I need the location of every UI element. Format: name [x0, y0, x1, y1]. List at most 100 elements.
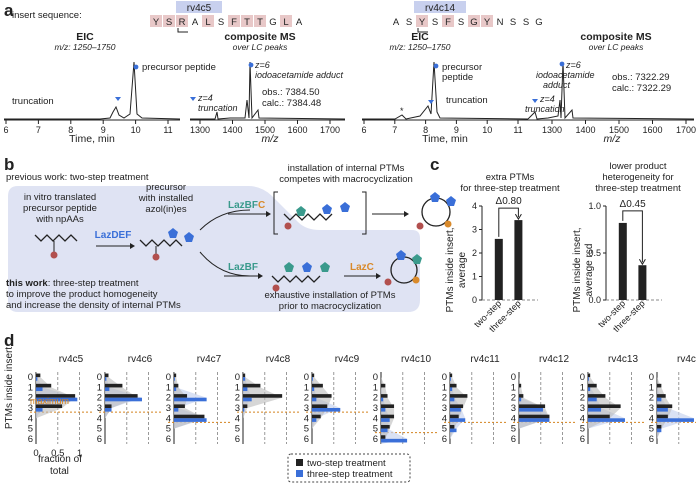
ms-title-left: composite MS — [224, 31, 295, 43]
ms-sub-right: over LC peaks — [589, 42, 645, 52]
three-step-bar — [657, 418, 694, 422]
hist-row-label: 1 — [580, 382, 585, 393]
this-work-band — [8, 186, 420, 312]
z4-label-left: z=4 — [197, 93, 213, 103]
obs-left: obs.: 7384.50 — [262, 87, 320, 98]
three-step-bar — [36, 397, 78, 402]
bottom-azoline-icon — [396, 250, 406, 260]
three-step-bar — [450, 377, 451, 381]
seq-letter: A — [393, 17, 400, 28]
seq-cell — [494, 15, 506, 27]
peptide-chain-icon — [34, 234, 78, 242]
y-tick-label: 1.0 — [588, 201, 601, 211]
y-tick-label: 4 — [472, 201, 477, 211]
hist-row-label: 2 — [649, 393, 654, 404]
rv4c5-bracket-icon — [177, 28, 188, 33]
three-step-bar — [105, 387, 110, 392]
y-tick-label: 1 — [472, 272, 477, 282]
tick-label: 1600 — [287, 125, 307, 135]
tick-label: 6 — [361, 125, 366, 135]
two-step-bar — [174, 383, 179, 388]
full-azoline-icon — [302, 262, 312, 272]
two-step-envelope — [243, 372, 283, 444]
two-step-bar — [519, 414, 550, 419]
invitro-line-2: precursor peptide — [23, 203, 97, 214]
this-work-line-1: this work: three-step treatment — [6, 278, 139, 289]
hist-row-label: 3 — [304, 403, 309, 414]
three-step-bar — [450, 397, 455, 402]
hist-row-label: 3 — [166, 403, 171, 414]
seq-cell — [455, 15, 467, 27]
seq-letter: F — [445, 17, 451, 28]
cyclize-top-arrowhead-icon — [404, 211, 409, 217]
hist-row-label: 4 — [97, 413, 102, 424]
previous-work-label: previous work: two-step treatment — [6, 172, 149, 183]
two-step-bar — [450, 414, 459, 419]
two-step-bar — [174, 394, 188, 398]
hist-x-tick-label: 1 — [77, 448, 82, 459]
azoline-chain-icon — [139, 239, 183, 247]
legend-three-label: three-step treatment — [307, 469, 393, 480]
two-step-bar — [657, 394, 666, 398]
hist-x-tick-label: 0 — [33, 448, 38, 459]
tick-label: 1400 — [222, 125, 242, 135]
hist-row-label: 0 — [28, 372, 33, 383]
three-step-bar — [381, 397, 384, 402]
bar-two-step — [618, 222, 627, 300]
two-step-bar — [450, 404, 464, 408]
hist-row-label: 6 — [580, 434, 585, 445]
seq-cell — [202, 15, 214, 27]
this-work-line-3: and increase the density of internal PTM… — [6, 300, 181, 311]
hist-row-label: 6 — [511, 434, 516, 445]
two-step-bar — [312, 373, 315, 378]
full-chain-icon — [271, 275, 321, 283]
top-note-1: installation of internal PTMs — [288, 163, 405, 174]
two-step-bar — [381, 424, 390, 429]
legend-three-swatch — [296, 470, 303, 477]
rv4c5-name: rv4c5 — [187, 3, 212, 14]
three-step-bar — [105, 397, 142, 402]
lazbf-label: LazBF — [228, 262, 258, 273]
three-step-bar — [174, 387, 177, 392]
seq-letter: S — [218, 17, 224, 28]
two-step-bar — [105, 404, 112, 408]
rv4c14-bracket-icon — [417, 28, 428, 33]
z4-marker-left-icon — [190, 97, 196, 101]
hist-row-label: 0 — [442, 372, 447, 383]
z4-marker-right-icon — [532, 99, 538, 103]
calc-right: calc.: 7322.29 — [612, 83, 671, 94]
two-step-bar — [174, 414, 205, 419]
seq-letter: S — [406, 17, 412, 28]
c-right-ylabel: PTMs inside insert, average rsd — [572, 227, 595, 312]
precursor-installed-3: azol(in)es — [145, 204, 186, 215]
hist-row-label: 2 — [373, 393, 378, 404]
hist-row-label: 4 — [511, 413, 516, 424]
c-right-ylabel-2: average rsd — [584, 244, 595, 297]
hist-row-label: 3 — [511, 403, 516, 414]
seq-letter: L — [283, 17, 288, 28]
d-ylabel: PTMs inside insert — [4, 347, 15, 429]
c-right-title-2: heterogeneity for — [602, 172, 673, 183]
two-step-bar — [519, 404, 546, 408]
macro-azoline-2-icon — [446, 196, 456, 206]
bar-three-step — [638, 265, 647, 300]
hist-title-rv4c6: rv4c6 — [128, 354, 153, 365]
hist-row-label: 2 — [166, 393, 171, 404]
npaa-icon-5 — [272, 284, 280, 292]
two-step-bar — [174, 373, 177, 378]
adduct-label-right-1: iodoacetamide — [536, 70, 595, 80]
three-step-bar — [381, 428, 388, 433]
seq-cell — [520, 15, 532, 27]
ms-trace-right — [527, 61, 695, 120]
tick-label: 1300 — [542, 125, 562, 135]
two-step-bar — [312, 404, 328, 408]
two-step-bar — [588, 394, 606, 398]
two-step-bar — [105, 373, 109, 378]
hist-row-label: 6 — [97, 434, 102, 445]
hist-row-label: 1 — [28, 382, 33, 393]
macro-azoline-1-icon — [430, 192, 440, 202]
